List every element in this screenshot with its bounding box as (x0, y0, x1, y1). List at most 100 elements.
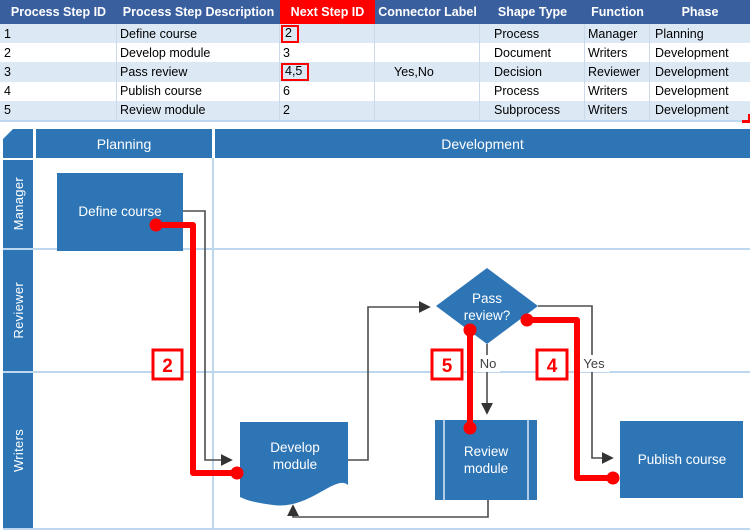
cell-next-step[interactable]: 4,5 (280, 62, 375, 82)
cell-next-step[interactable]: 3 (280, 43, 375, 63)
cell-function[interactable]: Manager (585, 24, 650, 44)
callout-box-4: 4 (535, 348, 569, 381)
header-process-step-description[interactable]: Process Step Description (122, 5, 275, 19)
table-resize-handle-red[interactable] (742, 114, 750, 123)
cell-next-step[interactable]: 6 (280, 81, 375, 101)
cell-description[interactable]: Publish course (117, 81, 280, 101)
table-row: 3 Pass review 4,5 Yes,No Decision Review… (0, 62, 750, 82)
cell-function[interactable]: Writers (585, 100, 650, 120)
lane-separator-line (3, 371, 750, 373)
cell-connector-label[interactable] (375, 100, 480, 120)
shape-label-pass-line2: review? (464, 308, 511, 323)
header-function[interactable]: Function (591, 5, 644, 19)
cell-id[interactable]: 1 (0, 24, 117, 44)
phase-label: Development (441, 135, 524, 152)
connector-define-to-develop[interactable] (183, 210, 233, 466)
callout-box-5: 5 (430, 348, 464, 381)
cell-function[interactable]: Writers (585, 43, 650, 63)
red-highlight-box: 2 (281, 24, 299, 43)
process-shape-publish-course[interactable] (620, 421, 743, 498)
table-row: 5 Review module 2 Subprocess Writers Dev… (0, 100, 750, 120)
connector-develop-to-passreview[interactable] (348, 301, 431, 461)
cell-id[interactable]: 3 (0, 62, 117, 82)
cell-phase[interactable]: Development (655, 45, 729, 60)
decision-shape-pass-review[interactable] (436, 268, 538, 344)
table-header-row: Process Step ID Process Step Description… (0, 0, 750, 24)
shape-label-develop-line1: Develop (270, 440, 320, 455)
cell-shape-type[interactable]: Document (480, 43, 585, 63)
shape-label-review-line1: Review (464, 444, 509, 459)
cell-id[interactable]: 4 (0, 81, 117, 101)
red-endpoint-dot (149, 218, 163, 232)
shape-label-develop-line2: module (273, 457, 317, 472)
cell-shape-type[interactable]: Process (480, 81, 585, 101)
cell-phase[interactable]: Planning (655, 26, 704, 41)
callout-box-2: 2 (151, 348, 184, 381)
cell-description[interactable]: Define course (117, 24, 280, 44)
connector-label-no: No (480, 356, 497, 371)
subprocess-side-bars (443, 420, 529, 500)
shape-label-define-course: Define course (78, 204, 161, 219)
red-annotation-connector-5 (463, 323, 477, 435)
callout-number: 4 (547, 356, 558, 377)
red-endpoint-dot (520, 313, 534, 327)
cell-phase[interactable]: Development (655, 64, 729, 79)
callout-number: 2 (162, 356, 173, 377)
red-endpoint-dot (463, 421, 477, 435)
cell-connector-label[interactable] (375, 24, 480, 44)
process-shape-define-course[interactable] (57, 173, 183, 251)
red-annotation-connector-4 (520, 313, 620, 485)
shape-label-review-line2: module (464, 461, 508, 476)
cell-description[interactable]: Pass review (117, 62, 280, 82)
lane-header-manager[interactable]: Manager (3, 160, 33, 248)
lane-header-reviewer[interactable]: Reviewer (3, 250, 33, 371)
cell-id[interactable]: 2 (0, 43, 117, 63)
cell-next-step[interactable]: 2 (280, 24, 375, 44)
phase-header-development[interactable]: Development (215, 129, 750, 158)
cell-description[interactable]: Develop module (117, 43, 280, 63)
yes-label-bg (577, 355, 610, 372)
cell-phase[interactable]: Development (655, 84, 729, 99)
lane-separator-line (3, 248, 750, 250)
connector-review-to-develop[interactable] (287, 500, 489, 518)
header-connector-label[interactable]: Connector Label (378, 5, 477, 19)
cell-id[interactable]: 5 (0, 100, 117, 120)
process-table: Process Step ID Process Step Description… (0, 0, 750, 123)
table-row: 2 Develop module 3 Document Writers Deve… (0, 43, 750, 63)
header-shape-type[interactable]: Shape Type (497, 5, 568, 19)
cell-phase[interactable]: Development (655, 103, 729, 118)
phase-divider-line (212, 158, 214, 530)
cell-shape-type[interactable]: Process (480, 24, 585, 44)
cell-next-step[interactable]: 2 (280, 100, 375, 120)
cell-connector-label[interactable] (375, 81, 480, 101)
table-row: 4 Publish course 6 Process Writers Devel… (0, 81, 750, 101)
chart-bottom-border (3, 528, 750, 530)
header-phase[interactable]: Phase (681, 5, 719, 19)
header-next-step-id-highlighted[interactable]: Next Step ID (280, 0, 375, 24)
flowchart-overlay: No Yes Define course Develop module Pass… (57, 173, 743, 518)
red-endpoint-dot (230, 466, 244, 480)
table-row: 1 Define course 2 Process Manager Planni… (0, 24, 750, 44)
shape-label-publish-course: Publish course (638, 452, 727, 467)
phase-label: Planning (96, 135, 152, 152)
cell-function[interactable]: Reviewer (585, 62, 650, 82)
callout-number: 5 (442, 356, 453, 377)
cell-shape-type[interactable]: Subprocess (480, 100, 585, 120)
red-endpoint-dot (606, 471, 620, 485)
cell-connector-label[interactable]: Yes,No (375, 62, 480, 82)
phase-header-planning[interactable]: Planning (36, 129, 212, 158)
red-annotation-connector-2 (149, 218, 244, 480)
no-label-bg (475, 355, 500, 372)
document-shape-develop-module[interactable] (240, 422, 348, 506)
connector-passreview-yes-to-publish[interactable] (538, 305, 614, 464)
cell-shape-type[interactable]: Decision (480, 62, 585, 82)
header-process-step-id[interactable]: Process Step ID (10, 5, 107, 19)
connector-label-yes: Yes (583, 356, 605, 371)
subprocess-shape-review-module[interactable] (435, 420, 537, 500)
cell-function[interactable]: Writers (585, 81, 650, 101)
cell-description[interactable]: Review module (117, 100, 280, 120)
red-endpoint-dot (463, 323, 477, 337)
cell-connector-label[interactable] (375, 43, 480, 63)
lane-header-writers[interactable]: Writers (3, 373, 33, 528)
